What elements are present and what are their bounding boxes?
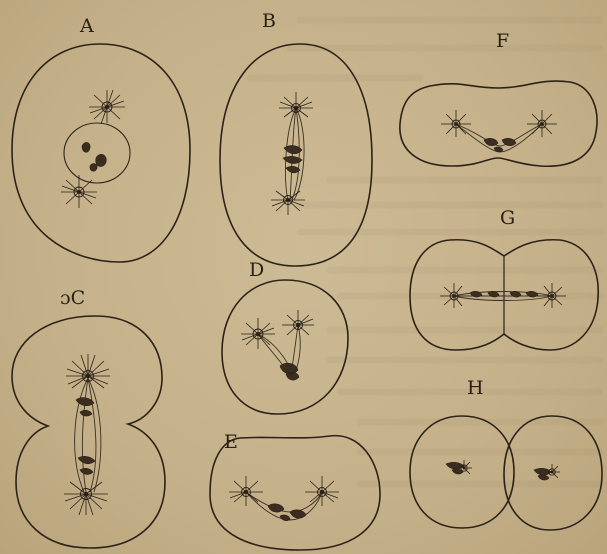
chromosomes-c: [76, 398, 95, 475]
nucleus-a: [64, 123, 130, 183]
panel-e: E: [210, 431, 380, 550]
chromosomes-e: [268, 504, 306, 521]
aster-icon: [271, 191, 305, 215]
panel-label-d: D: [249, 259, 264, 281]
aster-icon: [544, 283, 566, 308]
chromosomes-a: [82, 142, 106, 171]
cell-outline-f: [400, 81, 597, 166]
panel-label-g: G: [500, 207, 515, 229]
panel-label-h: H: [467, 377, 484, 399]
aster-icon: [441, 110, 471, 137]
panel-d: D: [222, 259, 348, 414]
aster-icon: [440, 283, 462, 308]
panel-label-b: B: [262, 10, 276, 32]
cell-outline-d: [222, 280, 348, 414]
aster-icon: [241, 318, 275, 349]
cell-outline-a: [12, 44, 190, 262]
panel-label-c: ɔC: [60, 287, 85, 309]
chromosomes-h-right: [534, 468, 551, 480]
panel-g: G: [410, 207, 598, 350]
panel-f: F: [400, 30, 597, 166]
spindle-c: [75, 378, 101, 492]
chromosomes-f: [484, 138, 516, 151]
aster-icon: [64, 482, 108, 515]
chromosomes-b: [283, 146, 302, 173]
panel-h: H: [410, 377, 602, 530]
aster-icon: [89, 90, 125, 124]
aster-icon: [282, 310, 314, 335]
spindle-g: [454, 292, 552, 301]
aster-icon: [279, 92, 313, 117]
panel-label-f: F: [496, 30, 509, 52]
panel-c: ɔC: [12, 287, 165, 548]
aster-icon: [229, 476, 263, 506]
chromosomes-h-left: [446, 462, 464, 474]
panel-label-e: E: [224, 431, 238, 453]
aster-icon: [66, 354, 110, 388]
panel-b: B: [220, 10, 372, 266]
aster-icon: [61, 175, 97, 208]
cell-outline-c: [12, 316, 165, 548]
chromosomes-d: [280, 363, 299, 380]
cell-outline-b: [220, 44, 372, 266]
aster-icon: [527, 110, 557, 137]
aster-icon: [305, 476, 339, 506]
panel-a: A: [12, 15, 190, 262]
panel-label-a: A: [79, 15, 94, 37]
